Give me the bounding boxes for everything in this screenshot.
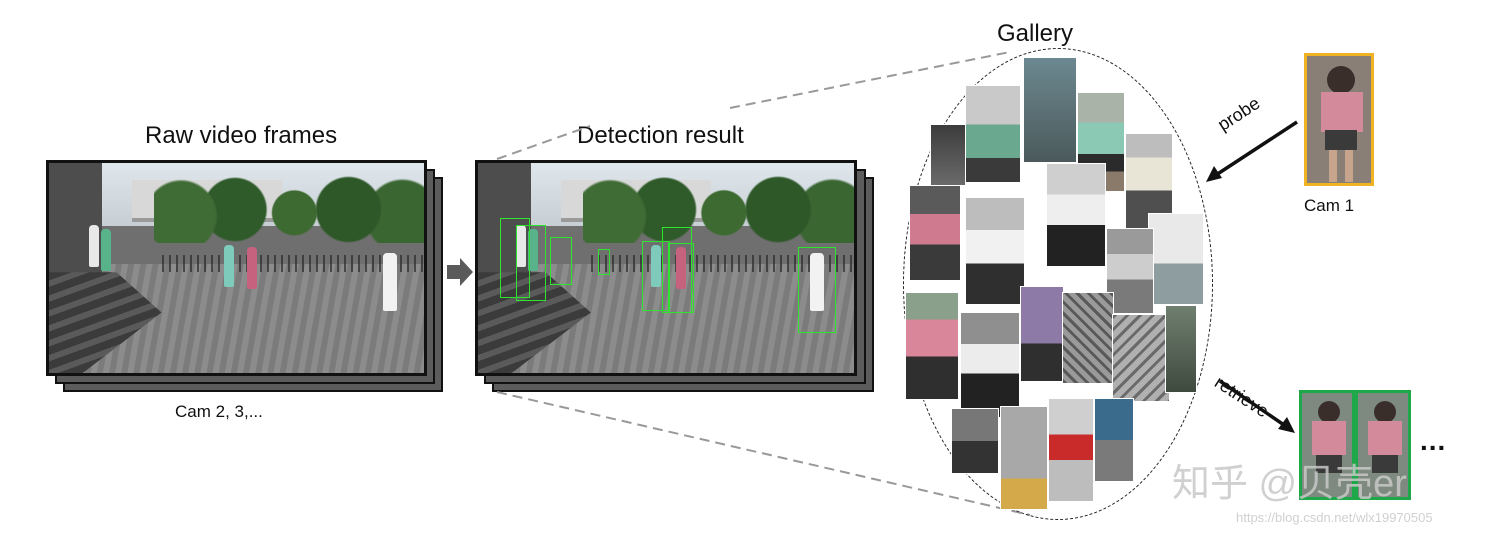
raw-frames-label: Raw video frames	[145, 122, 338, 149]
person-figure	[101, 229, 111, 271]
cams-label: Cam 2, 3,...	[175, 402, 263, 421]
person-figure	[89, 225, 99, 267]
raw-frame-front	[46, 160, 427, 376]
detection-box	[798, 247, 836, 333]
gallery-thumbnail	[1062, 292, 1114, 384]
right-arrow-icon	[447, 258, 473, 286]
person-figure	[516, 225, 526, 267]
gallery-thumbnail	[1000, 406, 1048, 510]
gallery-thumbnail	[905, 292, 959, 400]
gallery-thumbnail	[1148, 213, 1204, 305]
gallery-thumbnail	[1046, 163, 1106, 267]
probe-image	[1304, 53, 1374, 186]
gallery-thumbnail	[1106, 228, 1154, 314]
gallery-thumbnail	[1023, 57, 1077, 163]
gallery-thumbnail	[1112, 314, 1170, 402]
gallery-thumbnail	[965, 197, 1025, 305]
gallery-thumbnail	[951, 408, 999, 474]
gallery-thumbnail	[909, 185, 961, 281]
gallery-ellipse	[903, 48, 1213, 520]
person-figure	[224, 245, 234, 287]
detection-box	[642, 241, 670, 311]
detection-frame-front	[475, 160, 857, 376]
gallery-thumbnail	[1165, 305, 1197, 393]
detection-box	[550, 237, 572, 285]
cam1-label: Cam 1	[1304, 196, 1355, 215]
more-ellipsis: ...	[1420, 425, 1447, 456]
detection-box	[668, 243, 694, 313]
gallery-thumbnail	[965, 85, 1021, 183]
detection-box	[500, 218, 530, 298]
gallery-label: Gallery	[997, 20, 1074, 47]
watermark-url: https://blog.csdn.net/wlx19970505	[1236, 510, 1433, 525]
gallery-thumbnail	[1094, 398, 1134, 482]
person-figure	[651, 245, 661, 287]
watermark-text: 知乎 @贝壳er	[1172, 463, 1407, 505]
detection-box	[516, 225, 546, 301]
person-figure	[810, 253, 824, 311]
gallery-thumbnail	[1020, 286, 1064, 382]
person-figure	[247, 247, 257, 289]
detection-box	[598, 249, 610, 275]
gallery-thumbnail	[1048, 398, 1094, 502]
person-figure	[676, 247, 686, 289]
gallery-thumbnail	[930, 124, 966, 186]
retrieved-image-2	[1355, 390, 1411, 500]
person-figure	[383, 253, 397, 311]
gallery-thumbnail	[960, 312, 1020, 418]
detection-label: Detection result	[577, 122, 744, 149]
retrieved-image-1	[1299, 390, 1355, 500]
person-figure	[528, 229, 538, 271]
